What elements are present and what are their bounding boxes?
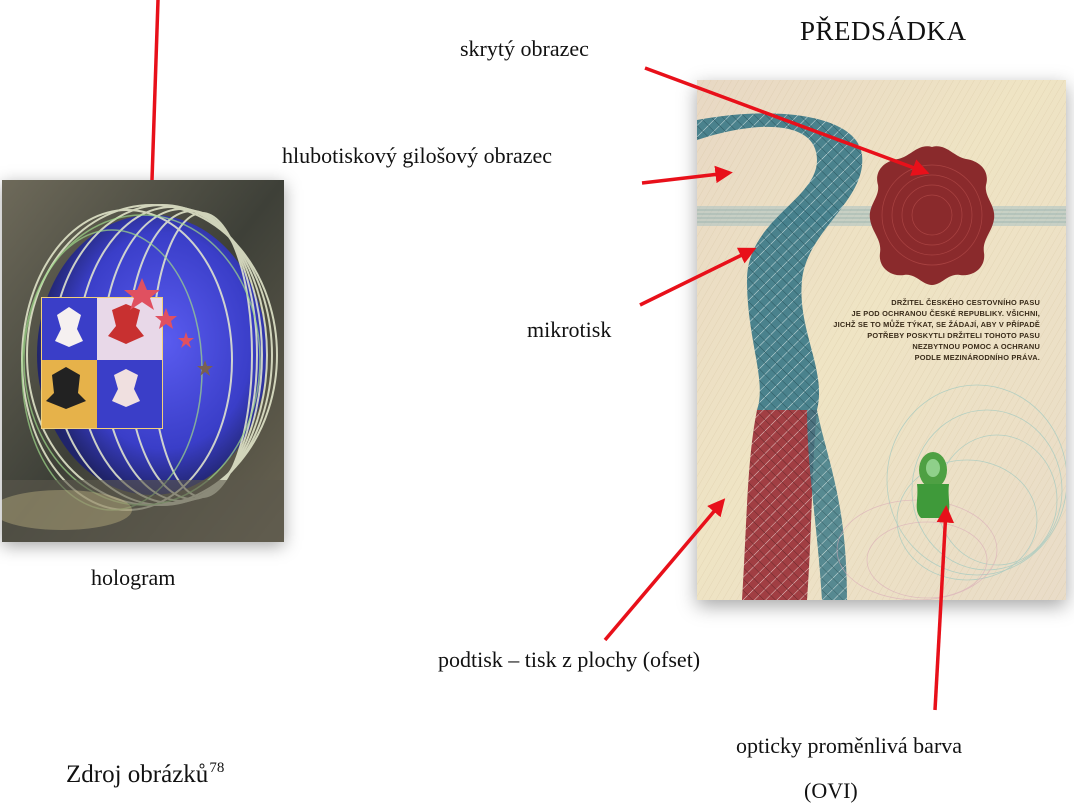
microtext-label: mikrotisk <box>527 317 611 342</box>
hologram-photo <box>2 180 284 542</box>
endpaper-title: PŘEDSÁDKA <box>800 16 967 47</box>
passport-text-line: PODLE MEZINÁRODNÍHO PRÁVA. <box>810 352 1040 363</box>
hologram-pointer-line <box>152 0 158 180</box>
ovi-abbreviation-label: (OVI) <box>804 778 858 803</box>
hidden-image-label: skrytý obrazec <box>460 36 589 61</box>
ovi-label: opticky proměnlivá barva <box>736 733 962 758</box>
passport-text-line: JICHŽ SE TO MŮŽE TÝKAT, SE ŽÁDAJÍ, ABY V… <box>810 319 1040 330</box>
intaglio-guilloche-label: hlubotiskový gilošový obrazec <box>282 143 552 168</box>
image-source-text: Zdroj obrázků <box>66 761 208 788</box>
passport-protection-text: DRŽITEL ČESKÉHO CESTOVNÍHO PASU JE POD O… <box>810 297 1040 363</box>
footnote-marker: 78 <box>209 760 224 776</box>
passport-text-line: JE POD OCHRANOU ČESKÉ REPUBLIKY. VŠICHNI… <box>810 308 1040 319</box>
passport-text-line: DRŽITEL ČESKÉHO CESTOVNÍHO PASU <box>810 297 1040 308</box>
passport-text-line: NEZBYTNOU POMOC A OCHRANU <box>810 341 1040 352</box>
hologram-label: hologram <box>91 565 175 590</box>
offset-print-label: podtisk – tisk z plochy (ofset) <box>438 647 700 672</box>
passport-text-line: POTŘEBY POSKYTLI DRŽITELI TOHOTO PASU <box>810 330 1040 341</box>
image-source-label: Zdroj obrázků78 <box>66 760 224 790</box>
